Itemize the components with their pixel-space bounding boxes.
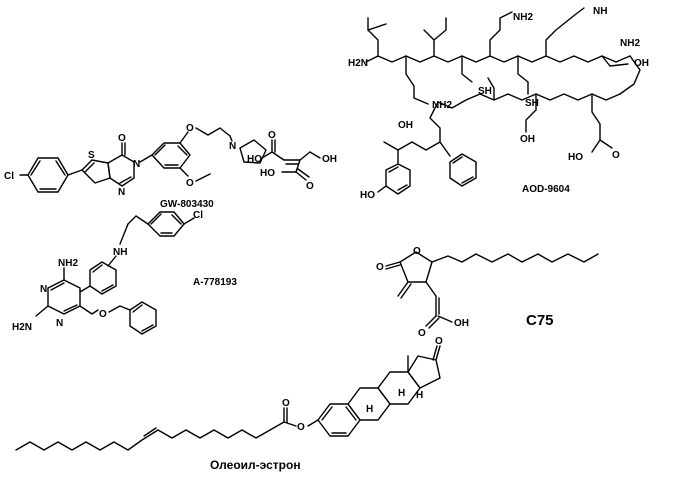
c75-name: C75 [526,312,554,329]
gw-o-methoxy-label: O [186,178,194,189]
maleic-acid-structure: HO O OH HO O [247,130,337,192]
maleate-o-left-label: O [268,130,276,141]
gw-n2-label: N [118,187,125,198]
gw-803430-structure: Cl S O N N O O N GW-803430 [4,123,266,210]
aod-nh2-guan-top-label: NH2 [620,38,640,49]
aod-cooh-o-label: O [612,150,620,161]
maleate-o-right-label: O [306,181,314,192]
oleoyl-o-ketone-label: O [435,336,443,347]
aod-sh-cys1-label: SH [525,98,539,109]
a778-cl-label: Cl [193,210,203,221]
a-778193-name: A-778193 [193,277,237,288]
aod-cooh-glu-label: HO [568,152,583,163]
maleate-oh-left-label: HO [247,154,262,165]
c75-structure: O O O OH C75 [376,246,598,339]
oleoyl-h2-label: H [366,404,373,415]
aod-oh-tyr-label: HO [360,190,375,201]
oleoyl-o-ester-label: O [297,422,305,433]
gw-803430-name: GW-803430 [160,199,214,210]
gw-n1-label: N [133,159,140,170]
gw-s-label: S [88,150,95,161]
c75-o-lactone-label: O [376,262,384,273]
a778-n1-label: N [40,284,47,295]
aod-nh2-amide-label: NH2 [513,12,533,23]
aod-nh-guan-top-label: NH [593,6,607,17]
aod-oh-ser-label: OH [634,58,649,69]
maleate-cooh-label: HO [260,168,275,179]
aod-h2n-label: H2N [348,58,368,69]
maleate-oh-right-label: OH [322,154,337,165]
c75-oh-label: OH [454,318,469,329]
c75-o-ring-label: O [413,246,421,257]
a778-nh2-a-label: NH2 [58,258,78,269]
aod-cooh-label: OH [398,120,413,131]
gw-o-ether-label: O [186,123,194,134]
oleoyl-o-carbonyl-label: O [282,398,290,409]
aod-oh-tyr-ser-label: OH [520,134,535,145]
a-778193-structure: Cl NH N N NH2 H2N O A-778193 [12,210,237,334]
a778-nh2-b-label: H2N [12,322,32,333]
oleoyl-estrone-name: Олеоил-эстрон [210,458,301,472]
aod-sh-cys2-label: SH [478,86,492,97]
c75-o-acid-label: O [418,328,426,339]
oleoyl-h1-label: H [398,388,405,399]
oleoyl-estrone-structure: O O O H H H Олеоил-эстрон [16,336,443,472]
gw-n-pyrrolidine-label: N [229,141,236,152]
gw-o-carbonyl-label: O [118,133,126,144]
aod-9604-name: AOD-9604 [522,184,570,195]
aod-9604-structure: H2N NH2 NH NH2 OH NH2 SH SH OH HO O OH [348,6,649,201]
a778-o-label: O [99,309,107,320]
a778-n2-label: N [56,318,63,329]
gw-cl-label: Cl [4,171,14,182]
oleoyl-h3-label: H [416,390,423,401]
